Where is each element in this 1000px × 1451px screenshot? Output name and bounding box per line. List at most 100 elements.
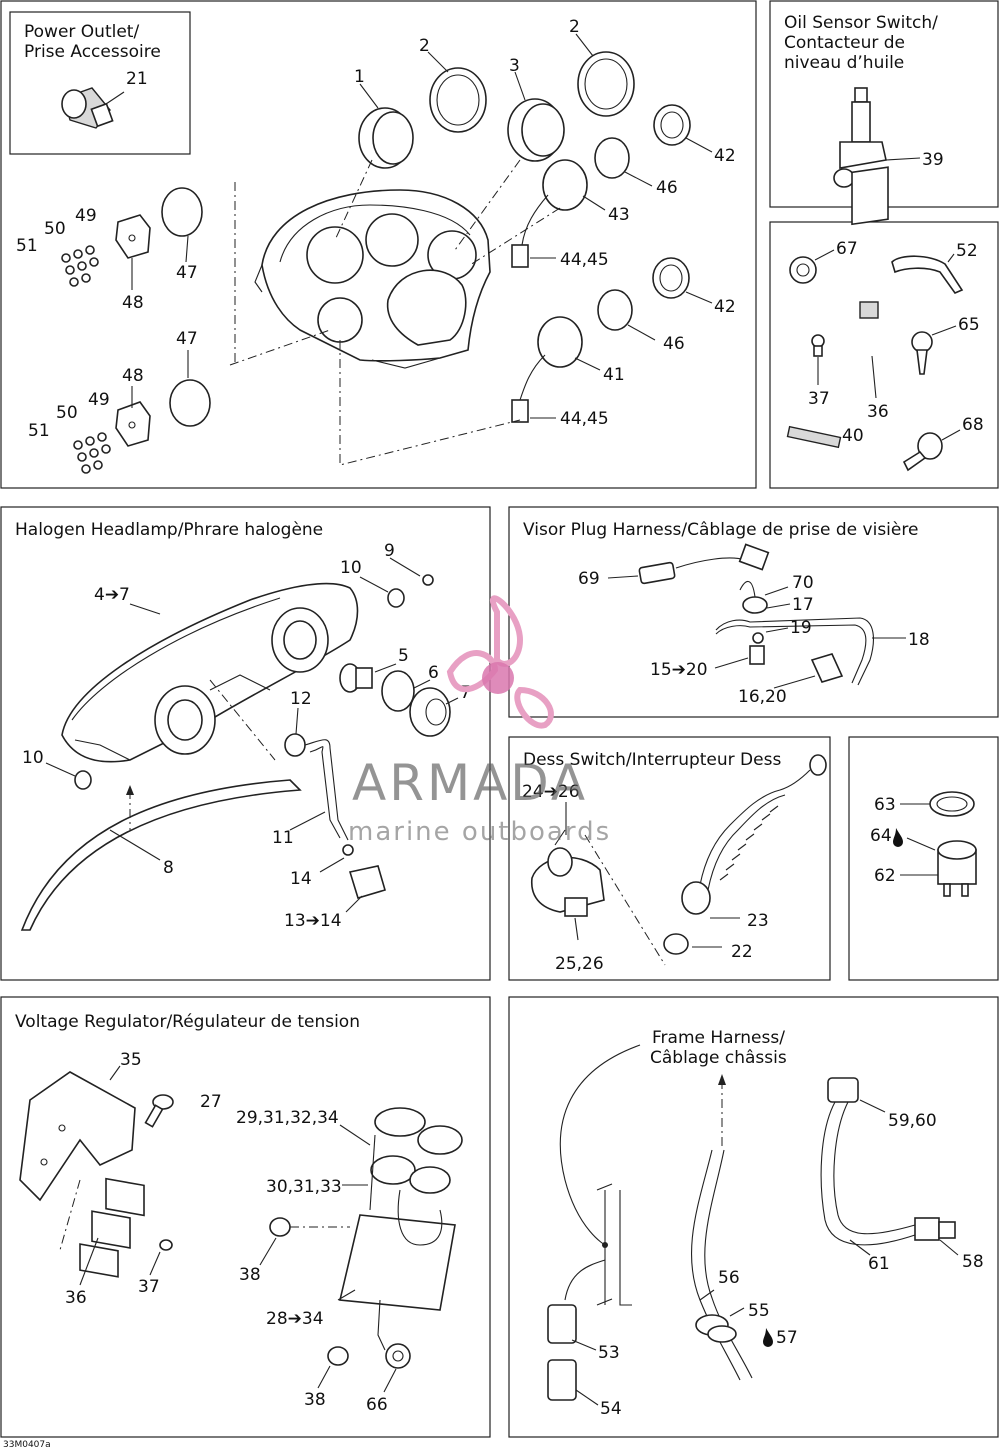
label-17: 17 — [792, 595, 814, 615]
label-21: 21 — [126, 69, 148, 89]
nut-42a — [653, 104, 691, 146]
gauge-41 — [511, 316, 583, 423]
label-42a: 42 — [714, 146, 736, 166]
nut-63 — [929, 791, 975, 817]
label-44-45a: 44,45 — [560, 250, 609, 270]
dess-switch — [531, 829, 605, 917]
headlamp-frame — [0, 506, 491, 981]
label-63: 63 — [874, 795, 896, 815]
label-39: 39 — [922, 150, 944, 170]
seal-46b — [597, 289, 633, 331]
label-16-20: 16,20 — [738, 687, 787, 707]
label-10b: 10 — [22, 748, 44, 768]
label-57: 57 — [776, 1328, 798, 1348]
label-54: 54 — [600, 1399, 622, 1419]
label-22: 22 — [731, 942, 753, 962]
label-47a: 47 — [176, 263, 198, 283]
label-69: 69 — [578, 569, 600, 589]
power-outlet-title-1: Power Outlet/ — [24, 22, 139, 42]
label-37a: 37 — [808, 389, 830, 409]
oring-47b — [169, 379, 211, 427]
bracket-48a — [115, 214, 151, 259]
label-5: 5 — [398, 646, 409, 666]
label-19: 19 — [790, 618, 812, 638]
hardware-frame — [769, 221, 999, 489]
harness-outline — [559, 1044, 641, 1246]
oil-sensor-title-3: niveau d’huile — [784, 53, 904, 73]
watermark-brand: ARMADA — [352, 754, 588, 812]
footer-code: 33M0407a — [3, 1440, 51, 1450]
gauge-3 — [507, 98, 565, 162]
label-58: 58 — [962, 1252, 984, 1272]
label-2b: 2 — [569, 17, 580, 37]
dess-lanyard — [663, 754, 827, 955]
frame-harness-frame — [508, 996, 999, 1438]
power-outlet-part — [61, 87, 125, 129]
label-30-33: 30,31,33 — [266, 1177, 342, 1197]
label-11: 11 — [272, 828, 294, 848]
label-37b: 37 — [138, 1277, 160, 1297]
label-49b: 49 — [88, 390, 110, 410]
label-40: 40 — [842, 426, 864, 446]
label-27: 27 — [200, 1092, 222, 1112]
label-62: 62 — [874, 866, 896, 886]
regulator-title: Voltage Regulator/Régulateur de tension — [15, 1012, 360, 1032]
lock-washer-66 — [385, 1343, 411, 1369]
label-10a: 10 — [340, 558, 362, 578]
label-6: 6 — [428, 663, 439, 683]
label-51a: 51 — [16, 236, 38, 256]
label-47b: 47 — [176, 329, 198, 349]
gauge-frame — [848, 736, 999, 981]
nut-38a — [269, 1217, 291, 1237]
label-3: 3 — [509, 56, 520, 76]
frame-harness-title-1: Frame Harness/ — [652, 1028, 785, 1048]
nut-10a — [387, 588, 405, 608]
nuts-49-51a — [61, 245, 99, 287]
frame-harness-title-2: Câblage châssis — [650, 1048, 787, 1068]
oil-sensor-switch — [833, 87, 921, 188]
label-18: 18 — [908, 630, 930, 650]
visor-harness — [638, 543, 874, 686]
drop-icon-57 — [763, 1328, 773, 1347]
label-43: 43 — [608, 205, 630, 225]
headlamp-housing — [61, 582, 359, 763]
label-35: 35 — [120, 1050, 142, 1070]
label-51b: 51 — [28, 421, 50, 441]
gauge-43 — [511, 159, 588, 268]
rivet-68 — [902, 432, 943, 472]
dess-title: Dess Switch/Interrupteur Dess — [523, 750, 781, 770]
power-outlet-frame — [9, 11, 191, 155]
dess-frame — [508, 736, 831, 981]
clips-36b — [79, 1177, 145, 1278]
label-28-34: 28➔34 — [266, 1309, 324, 1329]
label-38b: 38 — [304, 1390, 326, 1410]
washer-9 — [422, 574, 434, 586]
label-14: 14 — [290, 869, 312, 889]
main-panel-frame — [0, 0, 757, 489]
label-23: 23 — [747, 911, 769, 931]
label-25-26: 25,26 — [555, 954, 604, 974]
label-46a: 46 — [656, 178, 678, 198]
label-8: 8 — [163, 858, 174, 878]
label-61: 61 — [868, 1254, 890, 1274]
watermark-logo — [446, 595, 554, 729]
label-12: 12 — [290, 689, 312, 709]
cable-tie-52 — [891, 255, 964, 294]
watermark-tagline: marine outboards — [348, 817, 611, 847]
rivet-37b — [159, 1239, 173, 1251]
drop-icon-64 — [893, 828, 903, 847]
label-1: 1 — [354, 67, 365, 87]
label-15-20: 15➔20 — [650, 660, 708, 680]
label-49a: 49 — [75, 206, 97, 226]
label-68: 68 — [962, 415, 984, 435]
label-13-14: 13➔14 — [284, 911, 342, 931]
connector-53-54 — [547, 1259, 606, 1401]
oil-sensor-title-1: Oil Sensor Switch/ — [784, 13, 938, 33]
label-53: 53 — [598, 1343, 620, 1363]
label-48b: 48 — [122, 366, 144, 386]
label-36b: 36 — [65, 1288, 87, 1308]
label-64: 64 — [870, 826, 892, 846]
label-42b: 42 — [714, 297, 736, 317]
screw-65 — [911, 331, 933, 375]
